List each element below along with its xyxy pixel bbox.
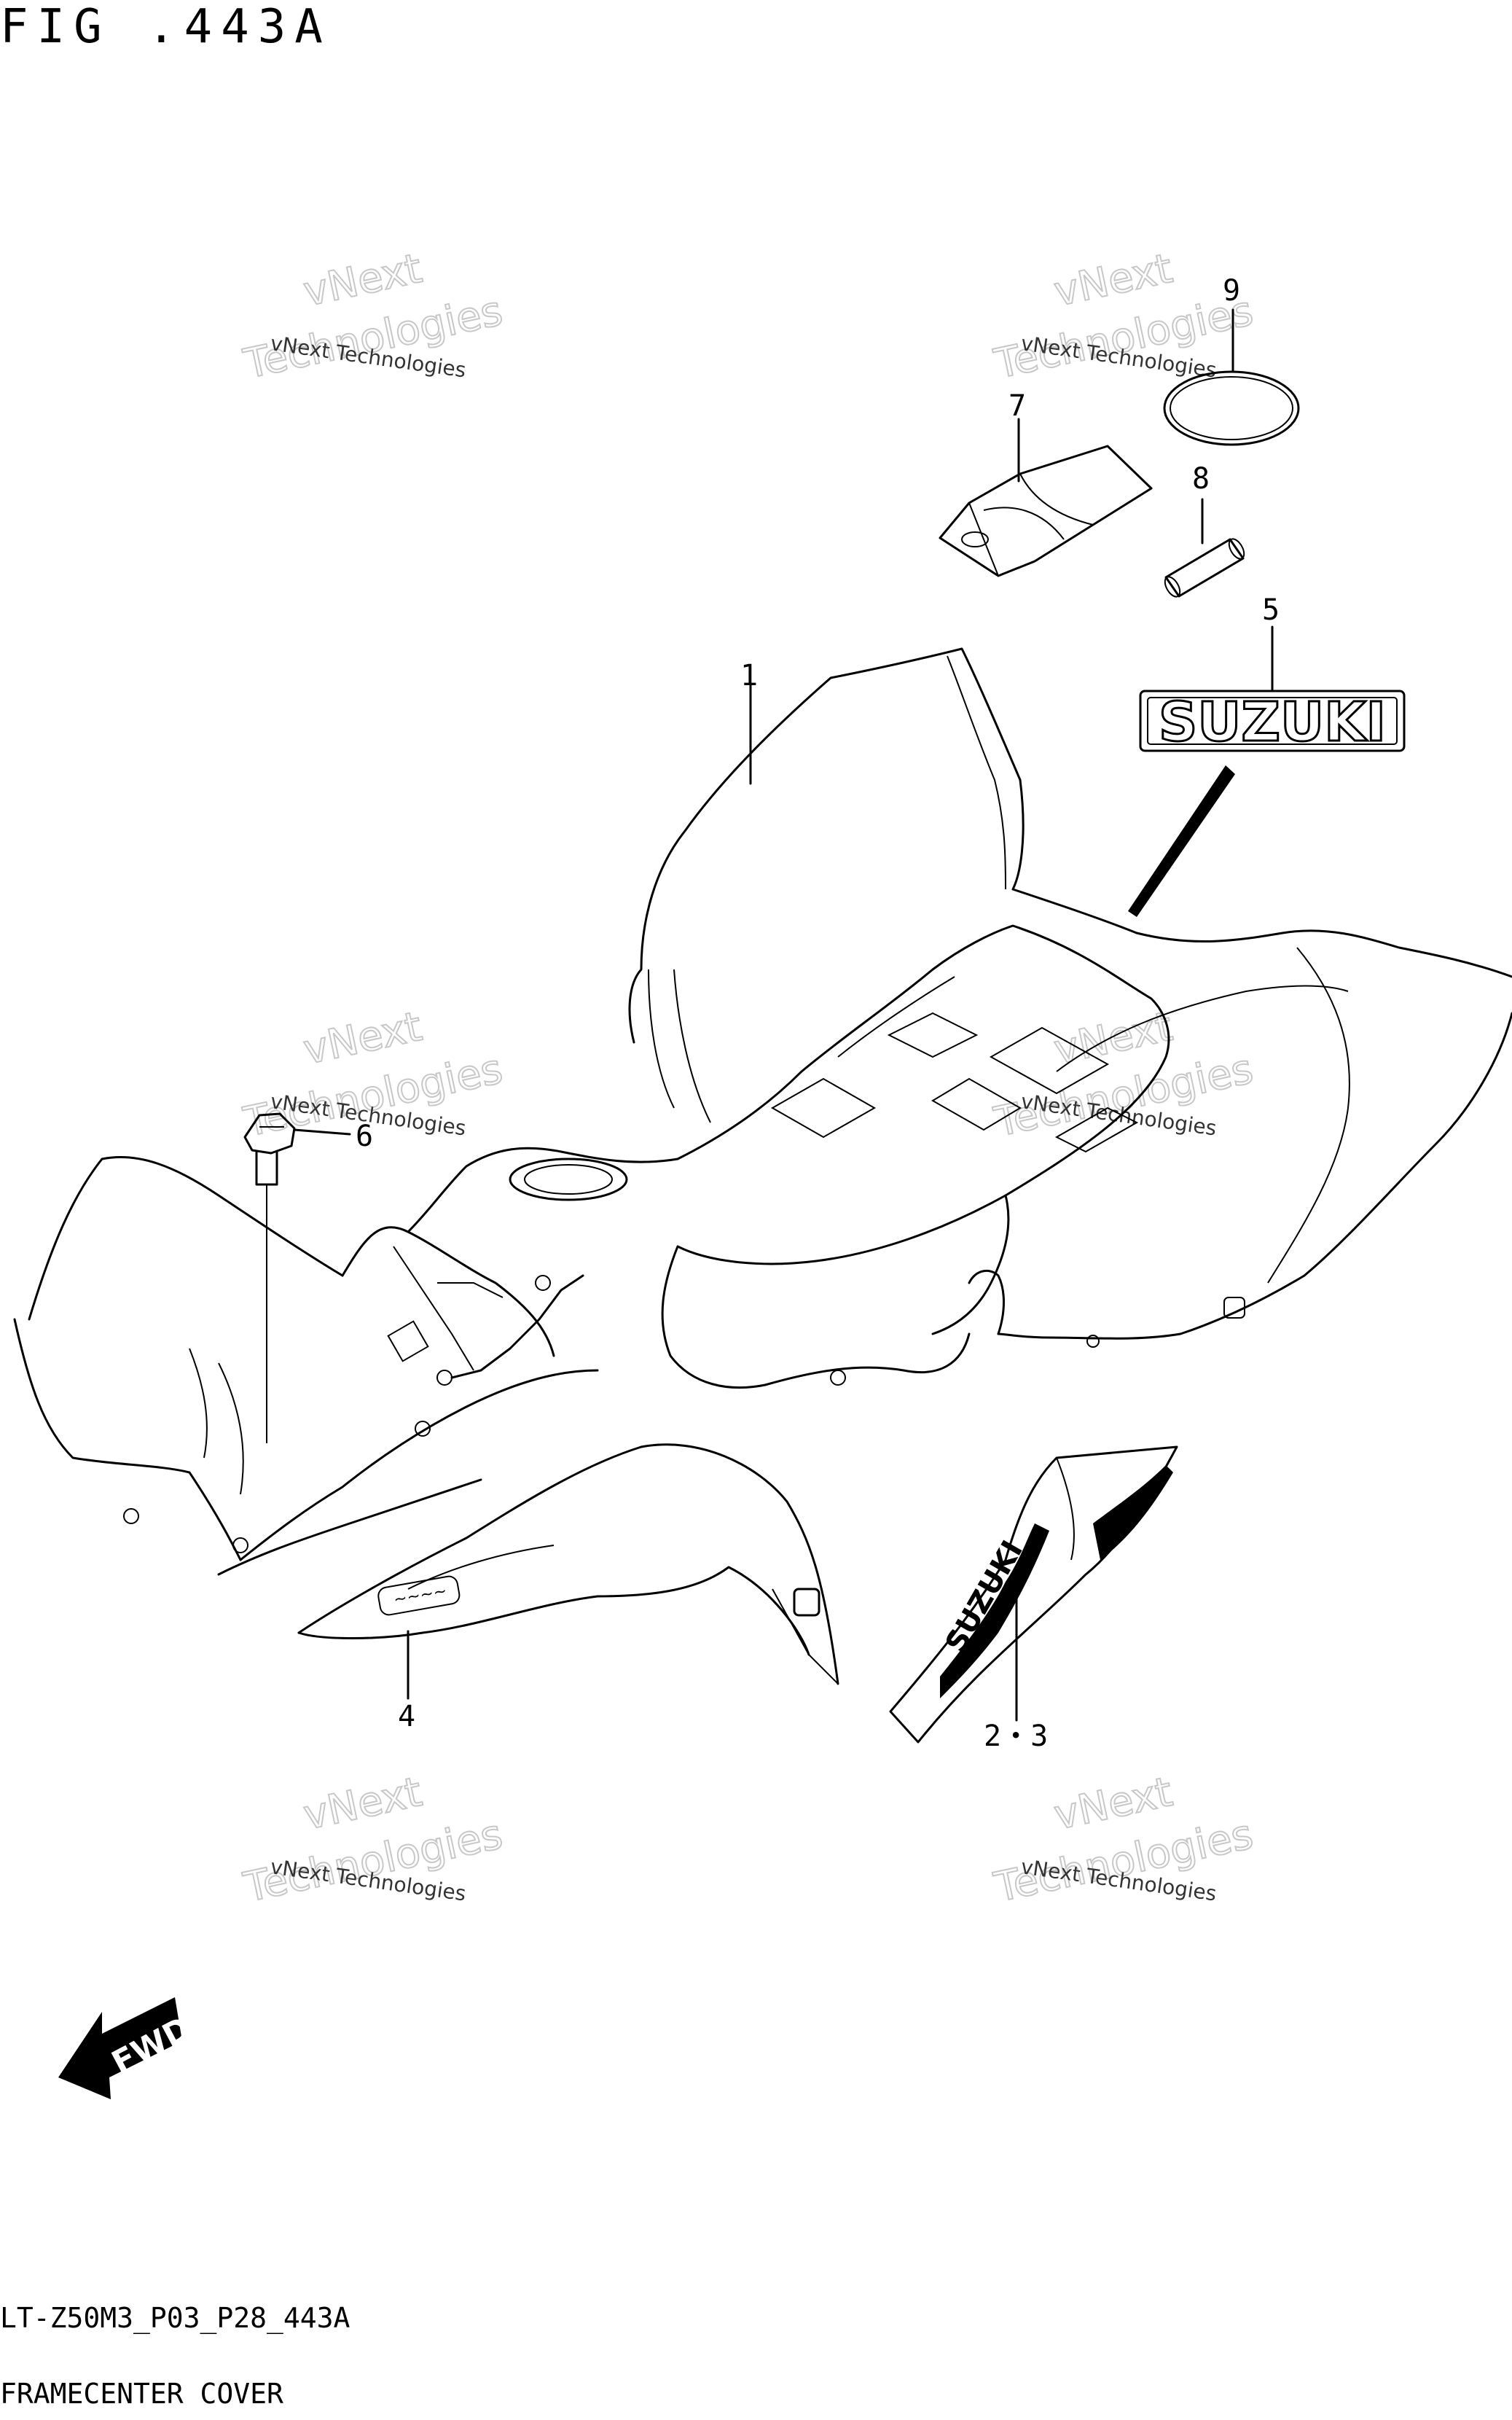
watermark-big-1: vNext — [1050, 1768, 1177, 1840]
fwd-arrow: FWD — [58, 1997, 197, 2099]
callout-2-3: 2・3 — [984, 1720, 1048, 1753]
watermark-big-1: vNext — [299, 1003, 426, 1074]
callout-1: 1 — [740, 659, 758, 692]
part-7-pouch[interactable] — [939, 445, 1153, 577]
watermark-big-1: vNext — [299, 1768, 426, 1840]
pointer-5 — [1128, 765, 1235, 917]
callout-5: 5 — [1262, 593, 1280, 627]
part-8-tube[interactable] — [1162, 536, 1247, 599]
figure-code: LT-Z50M3_P03_P28_443A — [0, 2302, 350, 2334]
part-4-side-cover[interactable]: ~~~~ — [297, 1443, 839, 1685]
callout-6: 6 — [356, 1120, 373, 1153]
part-2-3-decal[interactable]: SUZUKI — [889, 1445, 1178, 1744]
part-9-band[interactable] — [1163, 370, 1300, 446]
part-5-emblem[interactable]: SUZUKI — [1139, 690, 1406, 755]
watermark-group: vNext Technologies vNext Technologies vN… — [239, 244, 1258, 1913]
watermark-big-1: vNext — [299, 245, 426, 316]
callout-4: 4 — [398, 1700, 415, 1733]
callout-7: 7 — [1008, 389, 1026, 423]
emblem-text: SUZUKI — [1159, 691, 1386, 754]
leader-6 — [293, 1128, 351, 1136]
callout-8: 8 — [1192, 462, 1210, 496]
figure-name: FRAMECENTER COVER — [0, 2378, 283, 2410]
figure-title: FIG .443A — [0, 0, 332, 54]
callout-9: 9 — [1223, 274, 1240, 308]
watermark-big-1: vNext — [1050, 245, 1177, 316]
part-1-fender-cover[interactable] — [13, 647, 1512, 1576]
